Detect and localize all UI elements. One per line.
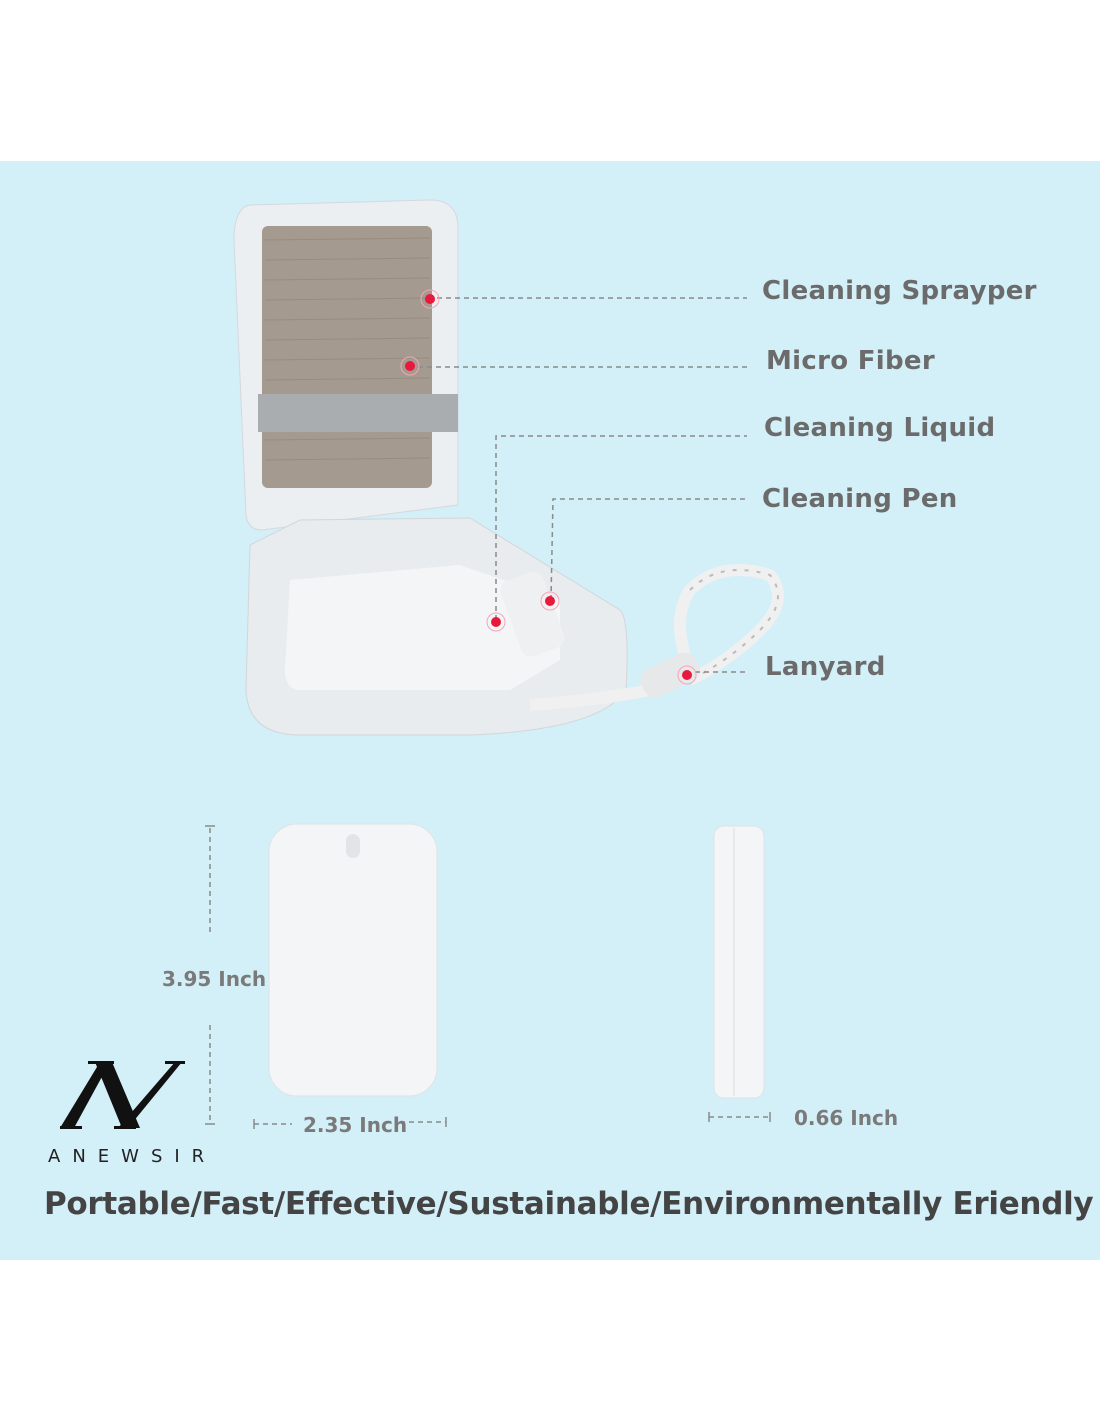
depth-dimension-label: 0.66 Inch [794,1106,899,1130]
callout-label-cleaning-pen: Cleaning Pen [762,484,958,514]
callout-markers [400,289,697,685]
marker-cleaning-sprayer [420,289,440,309]
callout-label-cleaning-liquid: Cleaning Liquid [764,413,996,443]
open-case-image [233,199,784,736]
closed-case-side-image [713,825,765,1099]
height-dimension-label: 3.95 Inch [162,967,267,991]
callout-label-cleaning-sprayer: Cleaning Sprayper [762,276,1037,306]
marker-cleaning-pen [540,591,560,611]
marker-cleaning-liquid [486,612,506,632]
callout-label-micro-fiber: Micro Fiber [766,346,935,376]
brand-logo [60,1061,185,1129]
brand-name: ANEWSIR [48,1146,217,1167]
elastic-strap [258,394,458,432]
marker-micro-fiber [400,356,420,376]
closed-case-front-image [268,823,438,1097]
callout-leaders [418,297,747,673]
feature-tagline: Portable/Fast/Effective/Sustainable/Envi… [44,1186,1094,1222]
sprayer-nozzle [346,834,360,858]
cleaning-pen [500,571,565,657]
width-dimension-label: 2.35 Inch [303,1113,408,1137]
dimension-lines [205,825,771,1129]
marker-lanyard [677,665,697,685]
micro-fiber-cloth [262,226,432,488]
callout-label-lanyard: Lanyard [765,652,886,682]
